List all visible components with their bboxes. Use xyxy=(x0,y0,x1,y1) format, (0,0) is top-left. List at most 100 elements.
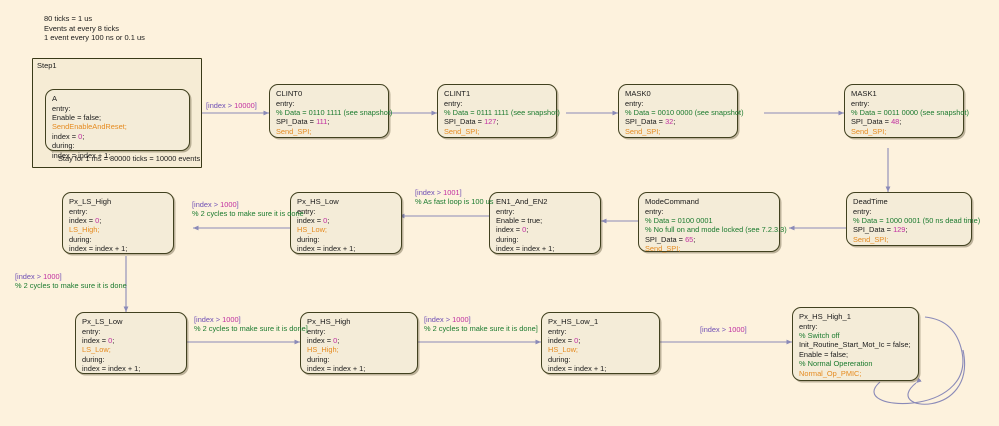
state-name: ModeCommand xyxy=(645,197,700,206)
state-action-line: entry: xyxy=(52,103,71,113)
state-action-line: LS_High; xyxy=(69,225,100,235)
state-action-line: entry: xyxy=(297,206,316,216)
state-action-line: index = index + 1; xyxy=(307,364,366,374)
transition-label-EN-to-PxHSLow: [index > 1001] % As fast loop is 100 us xyxy=(415,188,493,207)
state-action-line: index = index + 1; xyxy=(496,244,555,254)
state-action-line: index = 0; xyxy=(82,336,115,345)
transition-label-PxHSLow-to-PxLSHigh: [index > 1000] % 2 cycles to make sure i… xyxy=(192,200,304,219)
state-action-line: Send_SPI; xyxy=(625,126,661,136)
superstate-caption: Stay for 1 ms = 80000 ticks = 10000 even… xyxy=(58,154,201,163)
state-action-line: SPI_Data = 127; xyxy=(444,117,499,127)
transition-label-A-to-CLINT0: [index > 10000] xyxy=(206,101,257,110)
state-name: Px_HS_High_1 xyxy=(799,312,851,321)
state-name: Px_LS_High xyxy=(69,197,112,206)
state-action-line: Enable = true; xyxy=(496,216,543,225)
transition-comment: % As fast loop is 100 us xyxy=(415,197,494,207)
transition-cond: [index > 1001] xyxy=(415,188,462,197)
state-action-line: % Data = 1000 0001 (50 ns dead time) xyxy=(853,216,981,225)
state-action-line: HS_Low; xyxy=(548,345,578,355)
state-action-line: Send_SPI; xyxy=(276,126,312,136)
state-action-line: Send_SPI; xyxy=(851,126,887,136)
state-action-line: during: xyxy=(496,234,519,244)
transition-comment: % 2 cycles to make sure it is done xyxy=(192,209,304,219)
state-action-line: entry: xyxy=(82,326,101,336)
transition-comment: % 2 cycles to make sure it is done] xyxy=(194,324,308,334)
transition-comment: % 2 cycles to make sure it is done xyxy=(15,281,127,291)
transition-label-PxHSHigh-to-PxHSLow1: [index > 1000] % 2 cycles to make sure i… xyxy=(424,315,538,334)
state-action-line: HS_Low; xyxy=(297,225,327,235)
transition-cond: [index > 1000] xyxy=(192,200,239,209)
state-action-line: entry: xyxy=(276,98,295,108)
state-action-line: SendEnableAndReset; xyxy=(52,122,127,132)
state-name: CLINT0 xyxy=(276,89,303,98)
state-action-line: % Data = 0011 0000 (see snapshot) xyxy=(851,108,969,117)
state-action-line: entry: xyxy=(444,98,463,108)
state-action-line: LS_Low; xyxy=(82,345,111,355)
state-action-line: Send_SPI; xyxy=(645,244,681,254)
state-action-line: during: xyxy=(52,141,75,151)
note-line-2: Events at every 8 ticks xyxy=(44,23,120,33)
state-action-line: % No full on and mode locked (see 7.2.3.… xyxy=(645,225,787,235)
state-name: A xyxy=(52,94,58,103)
state-action-line: during: xyxy=(548,354,571,364)
state-action-line: entry: xyxy=(69,206,88,216)
state-action-line: index = 0; xyxy=(52,131,85,141)
state-action-line: Enable = false; xyxy=(799,349,849,359)
state-action-line: index = 0; xyxy=(548,336,581,345)
state-action-line: HS_High; xyxy=(307,345,339,355)
state-action-line: entry: xyxy=(851,98,870,108)
state-action-line: entry: xyxy=(645,206,664,216)
state-action-line: during: xyxy=(297,234,320,244)
state-name: DeadTime xyxy=(853,197,888,206)
state-action-line: index = index + 1; xyxy=(82,364,141,374)
state-name: CLINT1 xyxy=(444,89,471,98)
state-action-line: % Normal Opereration xyxy=(799,359,873,369)
state-action-line: SPI_Data = 48; xyxy=(851,117,902,127)
state-action-line: entry: xyxy=(307,326,326,336)
transition-cond: [index > 1000] xyxy=(15,272,62,281)
state-action-line: SPI_Data = 32; xyxy=(625,117,676,127)
state-action-line: index = index + 1; xyxy=(297,244,356,254)
transition-cond: [index > 1000] xyxy=(700,325,747,334)
state-action-line: index = 0; xyxy=(307,336,340,345)
state-action-line: SPI_Data = 65; xyxy=(645,234,696,244)
transition-cond: [index > 10000] xyxy=(206,101,257,110)
state-action-line: Send_SPI; xyxy=(444,126,480,136)
state-action-line: index = 0; xyxy=(297,216,330,225)
state-action-line: % Data = 0100 0001 xyxy=(645,216,713,225)
transition-label-PxLSHigh-to-PxLSLow: [index > 1000] % 2 cycles to make sure i… xyxy=(15,272,127,291)
state-action-line: index = index + 1; xyxy=(69,244,128,254)
transition-label-PxLSLow-to-PxHSHigh: [index > 1000] % 2 cycles to make sure i… xyxy=(194,315,308,334)
state-name: Px_LS_Low xyxy=(82,317,123,326)
state-action-line: index = index + 1; xyxy=(548,364,607,374)
state-name: Px_HS_High xyxy=(307,317,351,326)
state-action-line: % Switch off xyxy=(799,331,840,340)
state-name: Px_HS_Low_1 xyxy=(548,317,599,326)
state-action-line: entry: xyxy=(496,206,515,216)
state-action-line: entry: xyxy=(625,98,644,108)
state-action-line: entry: xyxy=(853,206,872,216)
state-action-line: Normal_Op_PMIC; xyxy=(799,368,862,378)
state-action-line: Enable = false; xyxy=(52,113,102,122)
state-action-line: index = 0; xyxy=(69,216,102,225)
state-action-line: Send_SPI; xyxy=(853,234,889,244)
state-action-line: % Data = 0111 1111 (see snapshot) xyxy=(444,108,560,117)
state-action-line: entry: xyxy=(799,321,818,331)
state-name: MASK0 xyxy=(625,89,651,98)
state-action-line: index = index + 1; xyxy=(52,150,111,160)
